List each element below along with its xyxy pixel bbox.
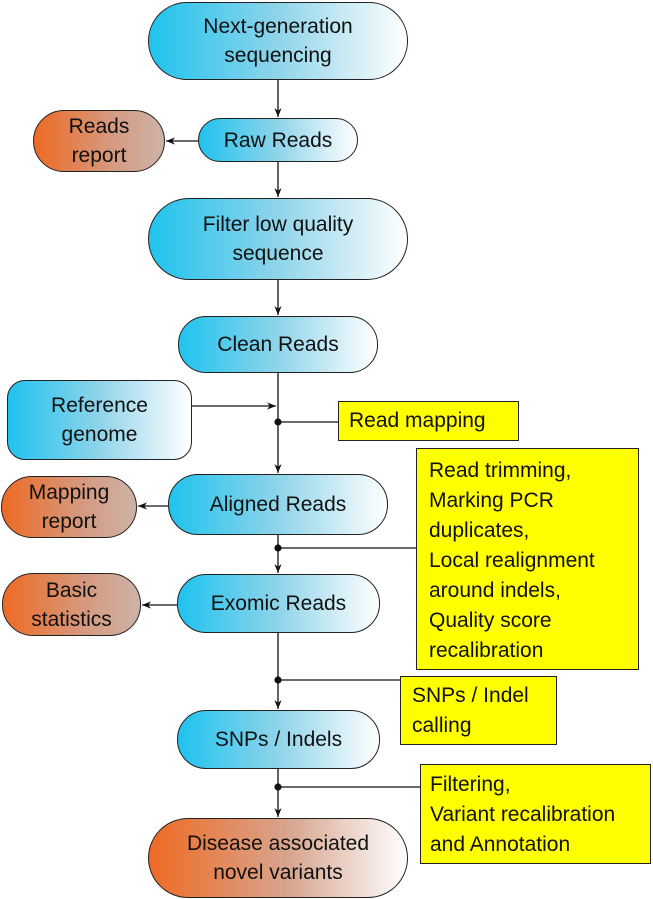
note-preprocessing-steps: Read trimming, Marking PCR duplicates, L… <box>416 448 639 670</box>
node-basic-statistics: Basic statistics <box>2 573 141 636</box>
node-exomic-reads: Exomic Reads <box>177 574 380 633</box>
node-disease-associated-variants: Disease associated novel variants <box>148 818 408 898</box>
node-reference-genome: Reference genome <box>7 380 192 460</box>
junction-dot-filtering <box>274 783 282 791</box>
junction-dot-preprocessing <box>274 544 282 552</box>
node-reads-report: Reads report <box>33 110 165 172</box>
node-aligned-reads: Aligned Reads <box>168 474 388 535</box>
junction-dot-mapping <box>274 418 282 426</box>
note-filtering-annotation: Filtering, Variant recalibration and Ann… <box>420 764 651 864</box>
node-filter-low-quality: Filter low quality sequence <box>148 198 408 280</box>
node-mapping-report: Mapping report <box>1 476 137 538</box>
node-raw-reads: Raw Reads <box>198 118 358 162</box>
note-read-mapping: Read mapping <box>338 401 519 441</box>
note-variant-calling: SNPs / Indel calling <box>400 676 557 745</box>
node-next-generation-sequencing: Next-generation sequencing <box>148 2 408 80</box>
node-clean-reads: Clean Reads <box>178 316 378 373</box>
junction-dot-calling <box>274 676 282 684</box>
node-snps-indels: SNPs / Indels <box>177 710 380 769</box>
